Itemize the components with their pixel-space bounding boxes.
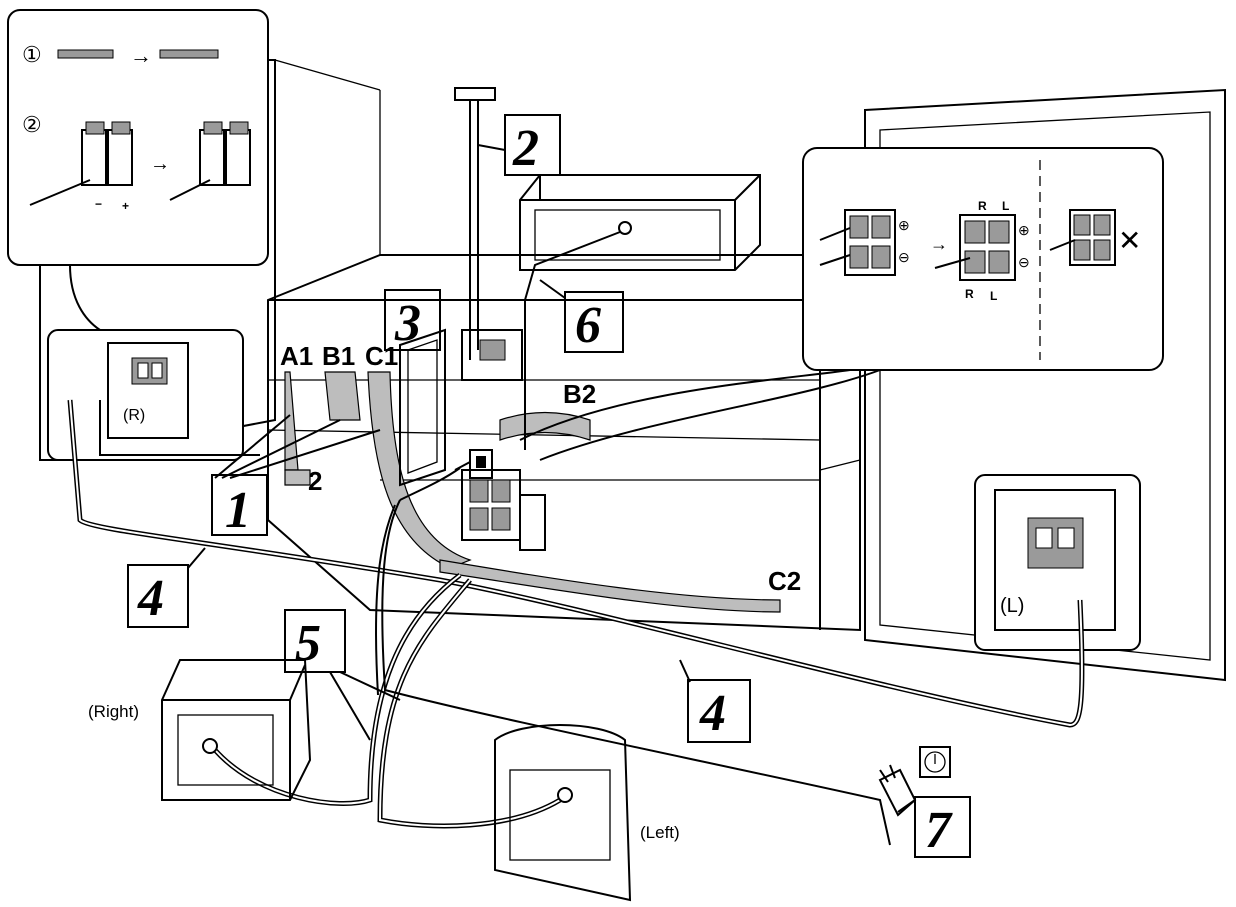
- svg-text:R: R: [965, 287, 974, 301]
- port-a1: A1: [280, 341, 313, 371]
- ac-power-cord: [375, 499, 891, 846]
- inset-terminal-polarity: ⊕ ⊖ → R L ⊕ ⊖ R L ✕: [519, 147, 1164, 461]
- speaker-cables: [67, 399, 1085, 728]
- terminal-open: ⊕ ⊖: [819, 209, 910, 276]
- ac-plug-icon: [878, 764, 917, 817]
- step-3-number: 3: [394, 295, 421, 352]
- fm-antenna: [454, 87, 523, 381]
- step-two-marker: ②: [22, 112, 42, 137]
- port-b1: B1: [322, 341, 355, 371]
- inset-arrow: →: [930, 234, 948, 254]
- surround-cables: [213, 573, 562, 829]
- step-1: 1: [211, 414, 381, 539]
- step-5: 5: [284, 609, 401, 741]
- step-1-number: 1: [225, 482, 251, 539]
- step-7: 7: [897, 796, 971, 859]
- right-speaker-label: (R): [123, 407, 145, 424]
- loop-antenna: [399, 328, 446, 487]
- port-c1: C1: [365, 341, 398, 371]
- svg-text:⊖: ⊖: [1018, 254, 1030, 270]
- svg-text:⊕: ⊕: [1018, 222, 1030, 238]
- inset-wire-prep: ① → ② → − +: [7, 9, 269, 331]
- svg-text:⊕: ⊕: [898, 217, 910, 233]
- arrow-two: →: [150, 153, 170, 175]
- left-speaker-terminal-plate: (L): [994, 489, 1116, 631]
- right-surround-label: (Right): [88, 702, 139, 721]
- step-7-number: 7: [925, 802, 953, 859]
- subwoofer-box: [519, 174, 761, 450]
- left-surround-label: (Left): [640, 823, 680, 842]
- step-3: 3: [384, 289, 441, 352]
- terminal-wrong: ✕: [1049, 209, 1141, 266]
- right-main-speaker: (L): [864, 88, 1226, 682]
- surround-speaker-left: [494, 724, 632, 902]
- power-outlet-icon: [919, 746, 951, 778]
- step-4a: 4: [127, 547, 206, 628]
- unit-speaker-terminals: [461, 469, 546, 551]
- port-a2: 2: [308, 466, 322, 496]
- step-6: 6: [539, 279, 624, 354]
- port-c2: C2: [768, 566, 801, 596]
- plus-sign: +: [122, 199, 129, 213]
- step-5-number: 5: [295, 615, 321, 672]
- step-6-number: 6: [575, 297, 601, 354]
- step-2: 2: [477, 114, 561, 177]
- arrow-one: →: [130, 43, 152, 68]
- svg-text:L: L: [990, 289, 997, 303]
- minus-sign: −: [95, 197, 102, 211]
- svg-text:⊖: ⊖: [898, 249, 910, 265]
- svg-text:L: L: [1002, 199, 1009, 213]
- left-speaker-label: (L): [1000, 595, 1024, 617]
- terminal-connected: R L ⊕ ⊖ R L: [934, 199, 1030, 303]
- terminal-before: [29, 121, 133, 206]
- surround-speaker-right: [161, 659, 312, 801]
- terminal-after: [169, 121, 251, 201]
- port-b2: B2: [563, 379, 596, 409]
- right-speaker-terminal-plate: (R): [107, 342, 189, 439]
- wrong-mark: ✕: [1118, 225, 1141, 256]
- step-2-number: 2: [512, 120, 539, 177]
- ac-inlet: [399, 449, 493, 501]
- left-main-speaker: (R): [39, 59, 381, 461]
- step-4b-number: 4: [699, 685, 726, 742]
- step-one-marker: ①: [22, 42, 42, 67]
- system-cables: [284, 371, 781, 613]
- svg-text:R: R: [978, 199, 987, 213]
- step-4b: 4: [679, 659, 751, 743]
- step-4a-number: 4: [137, 570, 164, 627]
